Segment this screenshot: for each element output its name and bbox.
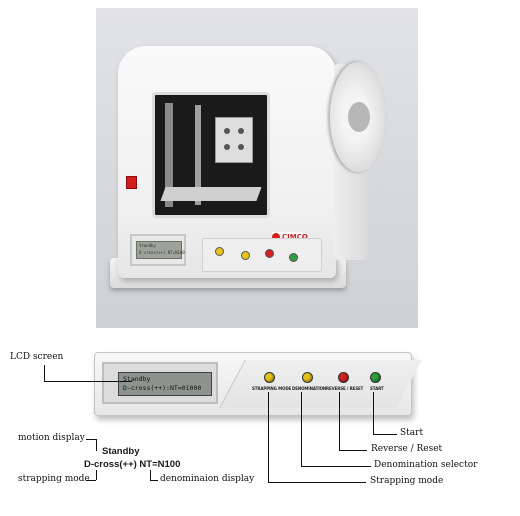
brand-logo: CIMCO <box>272 232 308 242</box>
photo-led-reverse <box>265 249 274 258</box>
leader-line <box>96 470 97 480</box>
denomination-button[interactable] <box>302 372 313 383</box>
leader-line <box>86 439 96 440</box>
strapping-head <box>215 117 253 163</box>
leader-line <box>268 482 366 483</box>
control-panel-photo: Standby D-cross(++):NT=01000 STRAPPING M… <box>94 352 422 426</box>
display-example-line1: Standby <box>102 446 140 457</box>
denomination-label: DENOMINATION <box>292 386 327 391</box>
photo-led-start <box>289 253 298 262</box>
lcd-screen-caption: LCD screen <box>10 352 64 362</box>
leader-line <box>86 480 96 481</box>
strapping-mode-small-caption: strapping mode <box>18 474 90 484</box>
button-area <box>219 360 422 408</box>
strapping-mode-button[interactable] <box>264 372 275 383</box>
denomination-selector-caption: Denomination selector <box>374 460 478 470</box>
photo-lcd-line2: D-cross(++) NT=N100 <box>139 250 185 255</box>
leader-line <box>373 434 397 435</box>
motion-display-caption: motion display <box>18 433 85 443</box>
leader-line <box>96 439 97 451</box>
denomination-display-caption: denominaion display <box>160 474 255 484</box>
bolt <box>238 144 244 150</box>
start-button[interactable] <box>370 372 381 383</box>
brand-logo-icon <box>272 233 280 241</box>
reverse-reset-caption: Reverse / Reset <box>371 444 443 454</box>
leader-line <box>301 392 302 466</box>
reverse-reset-button[interactable] <box>338 372 349 383</box>
photo-button-panel <box>202 238 322 272</box>
leader-line <box>339 450 367 451</box>
note-tray <box>160 187 262 201</box>
leader-line <box>44 381 132 382</box>
reverse-reset-label: REVERSE / RESET <box>326 386 364 391</box>
brand-logo-text: CIMCO <box>282 233 308 241</box>
photo-led-denomination <box>241 251 250 260</box>
photo-lcd: Standby D-cross(++) NT=N100 <box>130 234 186 266</box>
leader-line <box>373 392 374 434</box>
photo-lcd-line1: Standby <box>139 243 156 248</box>
strapping-mode-label: STRAPPING MODE <box>252 386 292 391</box>
display-example-line2: D-cross(++) NT=N100 <box>84 459 181 470</box>
power-switch <box>126 176 137 189</box>
start-caption: Start <box>400 428 424 438</box>
leader-line <box>301 466 371 467</box>
machine-photo: CIMCO Standby D-cross(++) NT=N100 <box>96 8 418 328</box>
lcd-line2: D-cross(++):NT=01000 <box>123 384 202 392</box>
lcd-line1: Standby <box>123 375 151 383</box>
machine-window <box>152 92 270 218</box>
photo-led-strapping <box>215 247 224 256</box>
bolt <box>238 128 244 134</box>
strapping-mode-caption: Strapping mode <box>370 476 444 486</box>
leader-line <box>268 392 269 482</box>
leader-line <box>339 392 340 450</box>
lcd-screen: Standby D-cross(++):NT=01000 <box>118 372 212 396</box>
bolt <box>224 144 230 150</box>
bolt <box>224 128 230 134</box>
photo-lcd-screen: Standby D-cross(++) NT=N100 <box>136 241 185 259</box>
machine-rail <box>165 103 173 207</box>
leader-line <box>150 480 158 481</box>
tape-reel-core <box>348 102 370 132</box>
start-label: START <box>370 386 384 391</box>
leader-line <box>44 365 45 381</box>
leader-line <box>150 470 151 480</box>
machine-rail <box>195 105 201 205</box>
